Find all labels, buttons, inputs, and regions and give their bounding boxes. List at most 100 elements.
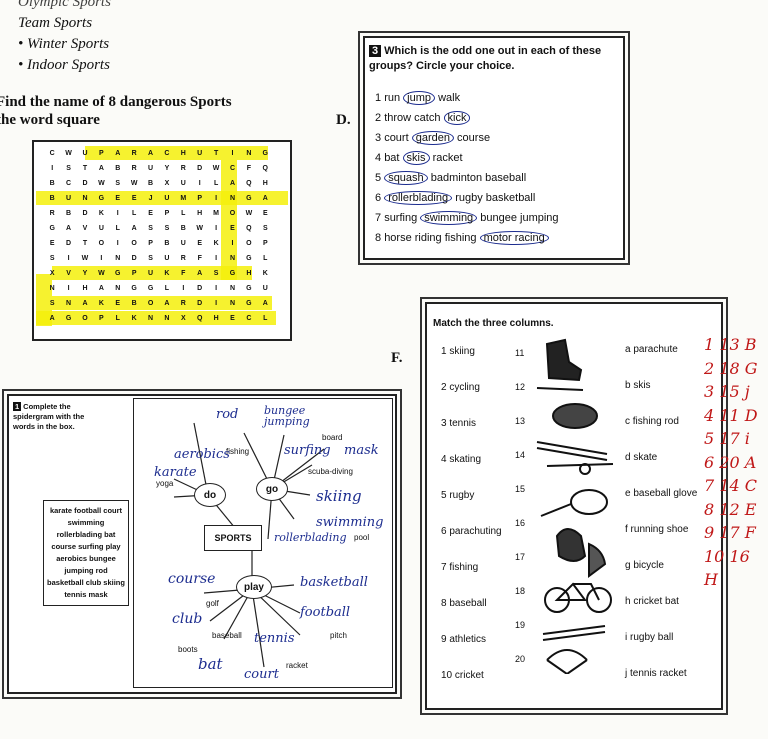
letter-cell[interactable]: R <box>180 165 186 172</box>
letter-cell[interactable]: X <box>180 315 186 322</box>
letter-cell[interactable]: S <box>115 180 121 187</box>
circled-choice[interactable]: skis <box>402 151 430 165</box>
letter-cell[interactable]: X <box>164 180 170 187</box>
letter-cell[interactable]: L <box>213 180 219 187</box>
letter-cell[interactable]: K <box>131 315 137 322</box>
letter-cell[interactable]: W <box>130 180 138 187</box>
letter-cell[interactable]: S <box>262 225 268 232</box>
letter-cell[interactable]: J <box>148 195 153 202</box>
circled-choice[interactable]: kick <box>443 111 471 125</box>
letter-cell[interactable]: B <box>180 225 186 232</box>
choice-word[interactable]: course <box>457 132 491 144</box>
letter-cell[interactable]: I <box>67 285 70 292</box>
letter-cell[interactable]: S <box>213 270 219 277</box>
choice-word[interactable]: fishing <box>444 232 477 244</box>
letter-cell[interactable]: G <box>246 285 252 292</box>
letter-cell[interactable]: E <box>131 195 137 202</box>
choice-word[interactable]: court <box>384 132 409 144</box>
letter-cell[interactable]: H <box>246 270 252 277</box>
letter-cell[interactable]: A <box>82 300 88 307</box>
letter-cell[interactable]: U <box>98 225 104 232</box>
letter-cell[interactable]: U <box>148 165 154 172</box>
letter-cell[interactable]: E <box>115 300 121 307</box>
letter-cell[interactable]: U <box>180 180 186 187</box>
letter-cell[interactable]: U <box>180 240 186 247</box>
choice-word[interactable]: racket <box>432 152 463 164</box>
letter-cell[interactable]: Q <box>246 180 252 187</box>
letter-cell[interactable]: U <box>197 150 203 157</box>
letter-cell[interactable]: T <box>213 150 219 157</box>
circled-choice[interactable]: jump <box>403 91 435 105</box>
letter-cell[interactable]: C <box>49 150 55 157</box>
letter-cell[interactable]: F <box>197 255 202 262</box>
letter-cell[interactable]: G <box>65 315 72 322</box>
letter-cell[interactable]: E <box>115 195 121 202</box>
letter-cell[interactable]: A <box>49 315 55 322</box>
letter-cell[interactable]: A <box>98 165 104 172</box>
letter-cell[interactable]: I <box>231 150 234 157</box>
letter-cell[interactable]: P <box>148 240 153 247</box>
letter-cell[interactable]: K <box>98 210 104 217</box>
letter-cell[interactable]: A <box>148 150 154 157</box>
letter-cell[interactable]: L <box>132 210 137 217</box>
letter-cell[interactable]: I <box>198 180 201 187</box>
letter-cell[interactable]: K <box>262 270 268 277</box>
letter-cell[interactable]: D <box>197 300 203 307</box>
letter-cell[interactable]: I <box>231 240 234 247</box>
letter-cell[interactable]: B <box>148 180 154 187</box>
letter-cell[interactable]: W <box>98 180 105 187</box>
letter-cell[interactable]: S <box>164 225 170 232</box>
choice-word[interactable]: baseball <box>485 172 527 184</box>
letter-cell[interactable]: C <box>164 150 170 157</box>
letter-cell[interactable]: G <box>262 150 268 157</box>
letter-cell[interactable]: Q <box>196 315 203 322</box>
letter-cell[interactable]: M <box>180 195 187 202</box>
letter-cell[interactable]: G <box>229 270 236 277</box>
letter-cell[interactable]: H <box>213 315 219 322</box>
letter-cell[interactable]: K <box>164 270 170 277</box>
letter-cell[interactable]: O <box>82 315 88 322</box>
letter-cell[interactable]: U <box>164 195 170 202</box>
letter-cell[interactable]: A <box>98 285 104 292</box>
letter-cell[interactable]: B <box>49 180 55 187</box>
letter-cell[interactable]: I <box>215 255 218 262</box>
letter-cell[interactable]: A <box>197 270 203 277</box>
letter-cell[interactable]: U <box>66 195 72 202</box>
letter-cell[interactable]: V <box>66 270 71 277</box>
letter-cell[interactable]: O <box>229 210 236 217</box>
circled-choice[interactable]: motor racing <box>479 231 549 245</box>
choice-word[interactable]: bat <box>384 152 400 164</box>
letter-cell[interactable]: E <box>230 315 235 322</box>
letter-cell[interactable]: M <box>213 210 220 217</box>
letter-cell[interactable]: N <box>148 315 154 322</box>
letter-cell[interactable]: P <box>164 210 170 217</box>
circled-choice[interactable]: swimming <box>420 211 478 225</box>
letter-cell[interactable]: K <box>213 240 219 247</box>
letter-cell[interactable]: Q <box>246 225 252 232</box>
letter-cell[interactable]: S <box>148 225 153 232</box>
letter-cell[interactable]: R <box>131 150 137 157</box>
letter-cell[interactable]: I <box>100 255 103 262</box>
letter-cell[interactable]: U <box>148 270 154 277</box>
letter-cell[interactable]: O <box>98 240 105 247</box>
letter-cell[interactable]: A <box>131 225 137 232</box>
circled-choice[interactable]: garden <box>411 131 454 145</box>
letter-cell[interactable]: B <box>66 210 72 217</box>
letter-cell[interactable]: T <box>82 165 88 172</box>
letter-cell[interactable]: E <box>49 240 55 247</box>
letter-cell[interactable]: L <box>115 315 120 322</box>
letter-cell[interactable]: I <box>215 225 218 232</box>
letter-cell[interactable]: I <box>215 300 218 307</box>
letter-cell[interactable]: U <box>164 255 170 262</box>
letter-cell[interactable]: A <box>262 195 268 202</box>
letter-cell[interactable]: P <box>131 270 137 277</box>
letter-cell[interactable]: I <box>215 285 218 292</box>
choice-word[interactable]: run <box>384 92 401 104</box>
letter-cell[interactable]: F <box>246 165 252 172</box>
letter-cell[interactable]: H <box>82 285 88 292</box>
letter-cell[interactable]: I <box>51 165 54 172</box>
letter-cell[interactable]: N <box>66 300 72 307</box>
letter-cell[interactable]: L <box>115 225 120 232</box>
letter-cell[interactable]: N <box>82 195 88 202</box>
letter-cell[interactable]: L <box>263 315 268 322</box>
